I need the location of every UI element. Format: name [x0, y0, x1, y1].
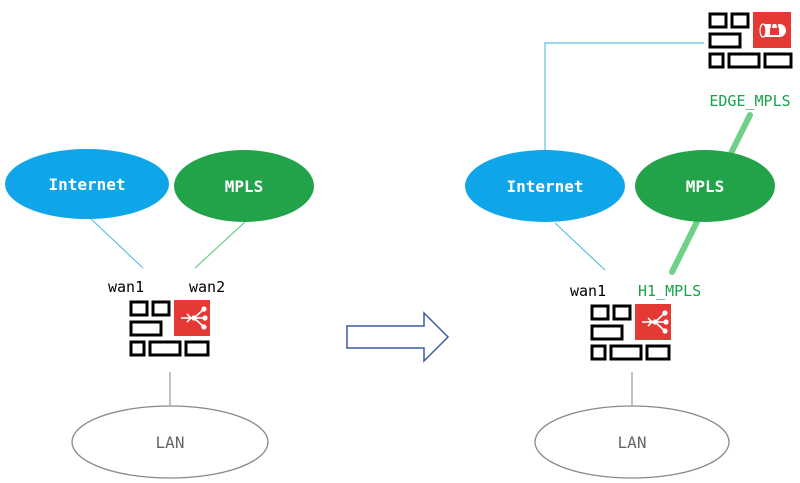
wan1-label: wan1	[570, 282, 606, 300]
firewall-sdwan-icon	[129, 300, 210, 357]
lan-label: LAN	[156, 433, 185, 452]
wan1-label: wan1	[108, 278, 144, 296]
mpls-label: MPLS	[686, 177, 725, 196]
internet-label: Internet	[506, 177, 583, 196]
left-topology: Internet MPLS wan1 wan2	[5, 149, 314, 479]
link-internet-wan1	[554, 222, 606, 271]
lan-label: LAN	[618, 433, 647, 452]
h1-mpls-label: H1_MPLS	[638, 282, 701, 300]
right-topology: Internet MPLS wan1 H1_MPLS	[465, 12, 793, 479]
mpls-cloud: MPLS	[174, 150, 314, 222]
internet-cloud: Internet	[5, 149, 169, 219]
lan-cloud: LAN	[71, 405, 269, 479]
firewall-vpn-icon	[708, 12, 793, 69]
link-internet-wan1	[89, 217, 144, 269]
internet-label: Internet	[48, 175, 125, 194]
mpls-cloud: MPLS	[635, 150, 775, 222]
firewall-sdwan-icon	[590, 304, 671, 361]
edge-mpls-label: EDGE_MPLS	[709, 92, 790, 110]
wan2-label: wan2	[189, 278, 225, 296]
link-mpls-wan2	[194, 221, 246, 269]
internet-cloud: Internet	[465, 150, 625, 222]
mpls-label: MPLS	[225, 177, 264, 196]
link-edge-internet	[544, 42, 704, 156]
lan-cloud: LAN	[534, 405, 730, 479]
right-arrow-icon	[346, 311, 450, 363]
